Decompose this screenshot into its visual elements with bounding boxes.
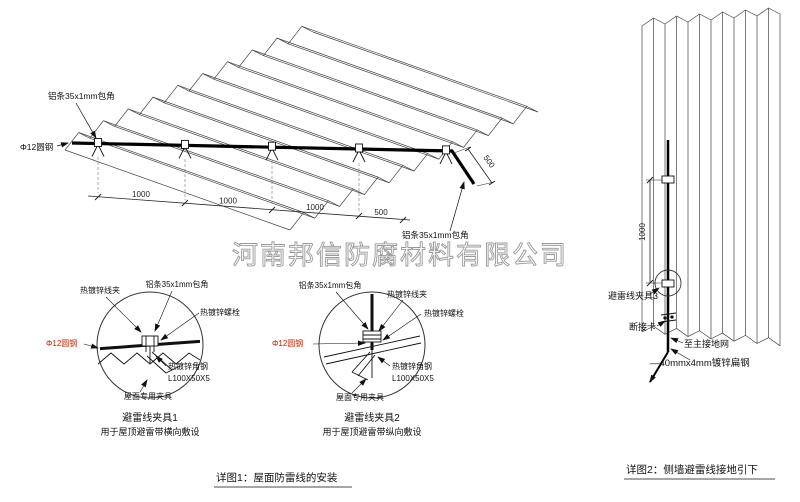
wall-clamp (661, 175, 675, 184)
dim-right-500: 500 (482, 154, 497, 171)
corrugation-line (301, 25, 527, 107)
d1-angle-steel-label: 热镀锌角钢 (168, 361, 208, 371)
dim-1000-a: 1000 (132, 190, 150, 199)
corrugation-line (139, 114, 365, 195)
corrugation-line (202, 73, 428, 154)
corrugation-line (64, 25, 314, 151)
leader-line (335, 291, 369, 330)
d2-wire-clip-label: 热镀锌线夹 (387, 289, 427, 299)
leader-line (649, 287, 660, 295)
wire-clamp (265, 141, 279, 161)
ground-arrow (649, 351, 669, 383)
corrugation-line (177, 84, 403, 166)
corrugation-line (64, 149, 291, 231)
leader-line (155, 355, 167, 367)
d2-angle-spec-label: L100X50X5 (392, 374, 434, 383)
leader-line (105, 296, 142, 333)
d2-roof-fixture-label: 屋面专用夹具 (336, 392, 384, 402)
leader-line (75, 102, 97, 139)
d1-strip-label: 铝条35x1mm包角 (146, 279, 209, 289)
d1-wire-clip-label: 热镀锌线夹 (80, 285, 120, 295)
detail2-circle (318, 291, 426, 399)
d2-title: 避雷线夹具2 (344, 411, 400, 424)
d2-round-steel-label: Φ12圆钢 (272, 338, 303, 348)
roof-dimension-line (87, 193, 411, 224)
corrugation-line (128, 108, 354, 190)
d2-subtitle: 用于屋顶避雷带纵向敷设 (322, 426, 421, 437)
corrugation-line (213, 78, 439, 160)
roof-dim-right (453, 146, 496, 187)
roof-corrugated-panel (64, 25, 539, 231)
detail1-assembly (97, 335, 201, 374)
wall-clamp3-label: 避雷线夹具3 (608, 290, 658, 301)
corrugation-line (312, 31, 539, 113)
leader-line (378, 299, 404, 332)
corrugation-line (289, 105, 539, 231)
d1-bolt-label: 热镀锌螺栓 (200, 307, 240, 317)
dim-1000-b: 1000 (219, 197, 237, 206)
corrugation-line (252, 49, 478, 131)
corrugation-line (152, 96, 379, 178)
leader-line (139, 379, 148, 393)
wall-clamp (661, 279, 675, 288)
leader-line (656, 320, 666, 327)
roof-round-steel-label: Φ12圆钢 (20, 142, 53, 152)
figure2-caption: 详图2：侧墙避雷线接地引下 (626, 463, 758, 476)
wall-flat-steel-label: —40mmx4mm镀锌扁钢 (650, 357, 750, 369)
corrugation-line (89, 137, 315, 219)
corrugation-line (238, 67, 464, 148)
wall-corrugated-panel (641, 7, 781, 347)
corrugation-line (114, 126, 340, 207)
leader-line (670, 348, 691, 361)
d1-round-steel-label: Φ12圆钢 (46, 338, 77, 348)
corrugation-line (227, 61, 453, 143)
roof-strip-label-top: 铝条35x1mm包角 (48, 91, 115, 101)
wall-dimension (646, 176, 662, 287)
d2-bolt-label: 热镀锌螺栓 (424, 308, 464, 318)
corrugation-line (276, 37, 503, 119)
d1-title: 避雷线夹具1 (122, 411, 178, 424)
leader-line (382, 313, 422, 341)
d1-angle-spec-label: L100X50X5 (168, 374, 210, 383)
company-watermark: 河南邦信防腐材料有限公司 (232, 240, 568, 270)
roof-strip-label-right: 铝条35x1mm包角 (402, 230, 469, 240)
corrugation-line (164, 102, 390, 184)
d2-angle-steel-label: 热镀锌角钢 (392, 361, 432, 371)
leader-line (670, 337, 684, 344)
dim-1000-c: 1000 (306, 203, 324, 212)
detail2-assembly (323, 294, 422, 381)
leader-line (56, 142, 69, 148)
leader-line (312, 340, 366, 346)
leader-line (377, 356, 391, 367)
leader-line (160, 312, 200, 341)
corrugation-line (103, 120, 329, 202)
d2-strip-label: 铝条35x1mm包角 (299, 280, 362, 290)
corrugation-line (288, 43, 514, 125)
leader-line (449, 181, 465, 232)
corrugation-line (188, 90, 415, 172)
figure1-caption: 详图1：屋面防雷线的安装 (216, 471, 338, 484)
dim-500: 500 (374, 208, 388, 217)
leader-line (83, 343, 99, 349)
leader-line (154, 290, 173, 332)
corrugation-line (263, 55, 489, 136)
wall-dim-1000: 1000 (638, 223, 647, 241)
leader-line (351, 378, 367, 394)
d1-subtitle: 用于屋顶避雷带横向敷设 (100, 426, 199, 437)
wall-ground-label: 至主接地网 (684, 338, 729, 349)
roof-lightning-wire (71, 141, 476, 185)
corrugation-line (78, 132, 304, 213)
d1-roof-fixture-label: 屋面专用夹具 (124, 391, 172, 401)
wall-disconnect-label: 断接卡 (629, 321, 656, 332)
projection-lines (97, 157, 360, 213)
